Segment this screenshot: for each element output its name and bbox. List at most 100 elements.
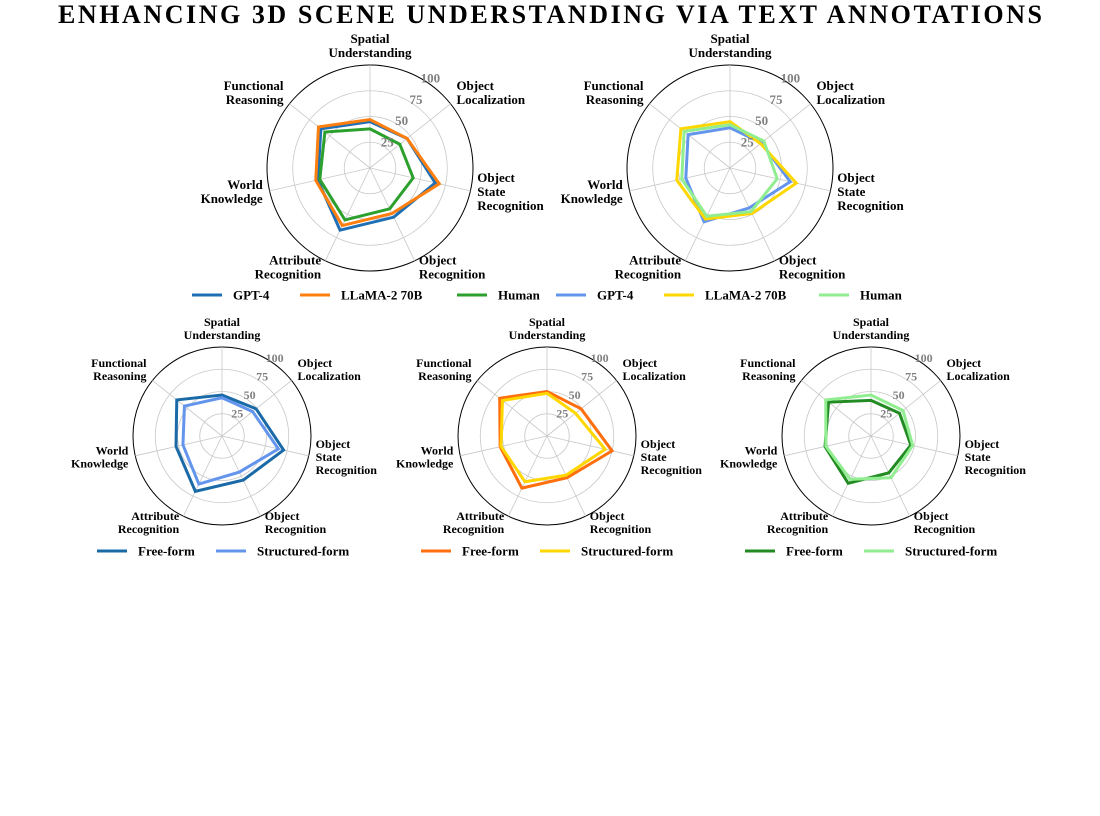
axis-spoke: [729, 103, 811, 169]
tick-label: 25: [381, 135, 395, 150]
axis-label-line: Reasoning: [418, 369, 471, 383]
axis-label-line: Recognition: [316, 463, 378, 477]
axis-label-line: Spatial: [710, 31, 749, 46]
legend-label: Free-form: [462, 544, 519, 559]
legend-label: GPT-4: [233, 288, 270, 303]
axis-label-line: Attribute: [629, 253, 681, 268]
axis-label-line: Localization: [456, 92, 525, 107]
axis-label-line: Localization: [622, 369, 686, 383]
legend-label: GPT-4: [597, 288, 634, 303]
axis-label-line: Object: [622, 356, 657, 370]
series-line-structured-form: [824, 393, 915, 481]
legend-1: GPT-4 LLaMA-2 70B Human GPT-4 LLaMA-2 70B Hum…: [192, 288, 903, 303]
axis-label-line: Functional: [584, 78, 644, 93]
axis-label-line: Recognition: [118, 522, 180, 536]
axis-label-line: Recognition: [779, 267, 846, 282]
axis-spoke: [870, 435, 910, 517]
axis-label-line: Object: [779, 253, 817, 268]
legend-label: LLaMA-2 70B: [341, 288, 423, 303]
axis-label-line: Understanding: [509, 328, 586, 342]
axis-label-line: Functional: [416, 356, 472, 370]
axis-label-line: World: [421, 443, 454, 457]
axis-spoke: [729, 167, 831, 192]
tick-label: 25: [231, 406, 243, 420]
axis-label-line: Object: [914, 509, 949, 523]
axis-label-line: Recognition: [914, 522, 976, 536]
axis-spoke: [152, 380, 223, 437]
axis-label-line: Understanding: [328, 45, 412, 60]
axis-label-line: Recognition: [590, 522, 652, 536]
tick-label: 25: [556, 406, 568, 420]
axis-label-line: Object: [456, 78, 494, 93]
axis-label-line: State: [316, 450, 343, 464]
axis-label-line: Object: [316, 437, 351, 451]
series-line-free-form: [174, 393, 286, 494]
axis-label-line: State: [837, 184, 865, 199]
axis-spoke: [369, 103, 451, 169]
legend-label: Structured-form: [581, 544, 673, 559]
tick-label: 50: [893, 388, 905, 402]
axis-spoke: [369, 167, 471, 192]
tick-label: 50: [755, 113, 768, 128]
axis-label-line: Localization: [946, 369, 1010, 383]
legend-item: LLaMA-2 70B: [300, 288, 423, 303]
axis-label-line: State: [477, 184, 505, 199]
axis-spoke: [183, 435, 223, 517]
axis-label-line: World: [587, 177, 623, 192]
axis-label-line: Reasoning: [742, 369, 795, 383]
legend-item: Human: [819, 288, 903, 303]
tick-label: 50: [244, 388, 256, 402]
axis-spoke: [221, 435, 261, 517]
axis-spoke: [629, 167, 731, 192]
legend-label: Free-form: [138, 544, 195, 559]
legend-item: GPT-4: [192, 288, 270, 303]
axis-spoke: [832, 435, 872, 517]
legend-label: Structured-form: [905, 544, 997, 559]
legend-item: Human: [457, 288, 541, 303]
axis-label-line: Knowledge: [561, 191, 623, 206]
axis-label-line: Recognition: [641, 463, 703, 477]
axis-spoke: [221, 435, 309, 457]
axis-label-line: Reasoning: [586, 92, 644, 107]
legend-item: Structured-form: [540, 544, 673, 559]
axis-label-line: Object: [419, 253, 457, 268]
axis-spoke: [784, 435, 872, 457]
tick-label: 75: [581, 370, 593, 384]
axis-label-line: State: [965, 450, 992, 464]
series-line-llama-2-70b: [314, 118, 442, 228]
axis-label-line: Object: [265, 509, 300, 523]
axis-label-line: Knowledge: [71, 456, 129, 470]
axis-spoke: [508, 435, 548, 517]
axis-spoke: [324, 167, 371, 261]
legend-item: LLaMA-2 70B: [664, 288, 787, 303]
tick-label: 100: [781, 70, 801, 85]
axis-label-line: Object: [816, 78, 854, 93]
tick-label: 50: [569, 388, 581, 402]
axis-label-line: Localization: [297, 369, 361, 383]
tick-label: 100: [591, 351, 609, 365]
axis-label-line: Spatial: [529, 315, 566, 329]
